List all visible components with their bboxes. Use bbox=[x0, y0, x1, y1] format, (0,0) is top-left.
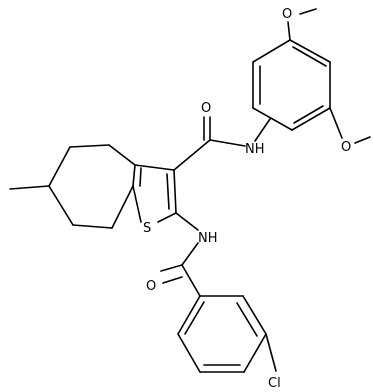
bond-s-t4 bbox=[132, 185, 142, 223]
bond-n-carbonyl bbox=[181, 242, 199, 266]
bond-t5-t1 bbox=[134, 164, 175, 171]
bond-c5-c6 bbox=[72, 224, 113, 229]
bond-p5-p6 bbox=[177, 333, 201, 373]
bond-b6-b1 bbox=[252, 39, 291, 63]
bond-b3-b4-inner bbox=[293, 105, 324, 124]
bond-p2-p3-inner bbox=[236, 302, 258, 337]
bond-c1-c2 bbox=[108, 144, 136, 166]
bond-thiophene-amide-c bbox=[173, 139, 211, 171]
atom-nh-amine: NH bbox=[198, 231, 218, 246]
bonds bbox=[9, 8, 371, 373]
atom-cl: Cl bbox=[268, 376, 281, 391]
bond-t2-s bbox=[157, 212, 177, 223]
bond-ring-cl bbox=[265, 333, 277, 372]
bond-b1-b2 bbox=[289, 39, 331, 63]
atom-nh-amide: NH bbox=[245, 142, 265, 157]
bond-p2-p3 bbox=[242, 295, 267, 335]
bond-p6-p1 bbox=[177, 295, 201, 335]
bond-p6-p1-inner bbox=[184, 301, 205, 335]
atom-o-amide: O bbox=[201, 101, 211, 116]
bond-b4-b5 bbox=[252, 107, 293, 131]
bond-c2-c3 bbox=[69, 144, 110, 148]
atom-o-methoxy-top: O bbox=[282, 7, 292, 22]
bond-ch3-o-top bbox=[299, 8, 317, 15]
atom-o-methoxy-right: O bbox=[341, 140, 351, 155]
bond-carbonyl-o-a bbox=[160, 264, 183, 272]
bond-b1-b2-inner bbox=[292, 46, 327, 67]
bond-carbonyl-ring bbox=[181, 264, 201, 297]
atom-labels: O O NH O S NH O Cl bbox=[143, 7, 351, 391]
bond-methyl bbox=[9, 185, 50, 190]
bond-ring-o-right bbox=[329, 107, 343, 139]
bond-carbonyl-o-b bbox=[162, 276, 183, 284]
bond-o-ring-top bbox=[287, 21, 291, 41]
bond-n-ring bbox=[254, 118, 271, 142]
bond-t1-t2-inner bbox=[166, 173, 170, 210]
atom-s-thiophene: S bbox=[143, 221, 151, 236]
bond-amide-c-n bbox=[209, 139, 246, 147]
bond-b3-b4 bbox=[291, 107, 331, 131]
bond-t4-t5-inner bbox=[139, 167, 142, 187]
bond-o-ch3-right bbox=[354, 136, 371, 144]
bond-c3-c4 bbox=[48, 146, 71, 187]
bond-c4-c5 bbox=[48, 185, 74, 226]
bond-t1-t2 bbox=[173, 169, 177, 214]
bond-c6-c7 bbox=[111, 185, 134, 229]
bond-t4-t5 bbox=[132, 164, 136, 187]
atom-o-benzoyl: O bbox=[146, 279, 156, 294]
bond-thiophene-n bbox=[175, 212, 199, 231]
bond-p3-p4 bbox=[243, 333, 267, 373]
